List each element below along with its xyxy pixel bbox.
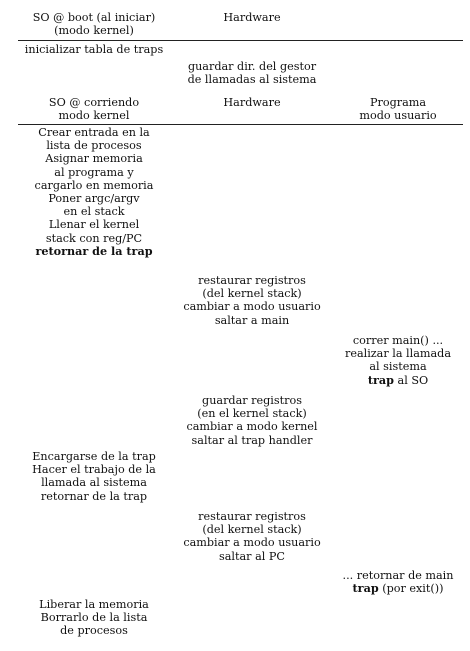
cell-line: Asignar memoria bbox=[45, 152, 143, 166]
cell-line: inicializar tabla de traps bbox=[24, 43, 164, 56]
cell-line: ... retornar de main bbox=[342, 569, 454, 582]
cell-line: Liberar la memoria bbox=[39, 598, 149, 611]
cell-line: retornar de la trap bbox=[40, 489, 148, 503]
cell-line: saltar al trap handler bbox=[191, 433, 313, 447]
cell-line: Llenar el kernel bbox=[48, 218, 140, 232]
cell-line: cambiar a modo usuario bbox=[183, 300, 321, 314]
cell-line: trap al SO bbox=[333, 372, 463, 387]
cell-line: llamada al sistema bbox=[41, 476, 147, 490]
header-line: Programa bbox=[369, 96, 427, 109]
cell-line: restaurar registros bbox=[198, 274, 306, 287]
inline-text: al SO bbox=[393, 373, 429, 387]
bold-text: trap bbox=[352, 581, 379, 596]
boot-hw-cell: guardar dir. del gestor de llamadas al s… bbox=[178, 60, 326, 86]
boot-os-header: SO @ boot (al iniciar) (modo kernel) bbox=[18, 11, 170, 37]
cell-line: guardar dir. del gestor bbox=[187, 60, 317, 73]
cell-line: Borrarlo de la lista bbox=[40, 611, 148, 625]
os-create-process-cell: Crear entrada en la lista de procesos As… bbox=[18, 126, 170, 258]
cell-line: (en el kernel stack) bbox=[197, 407, 307, 421]
cell-line: cargarlo en memoria bbox=[34, 178, 154, 192]
cell-line: de llamadas al sistema bbox=[187, 73, 317, 87]
cell-line: realizar la llamada bbox=[344, 347, 451, 361]
cell-line: Poner argc/argv bbox=[48, 192, 140, 206]
cell-line: en el stack bbox=[63, 205, 125, 219]
cell-line: al programa y bbox=[54, 165, 134, 179]
cell-line: cambiar a modo usuario bbox=[183, 536, 321, 550]
cell-line: saltar al PC bbox=[219, 549, 285, 563]
prog-return-main-cell: ... retornar de main trap (por exit()) bbox=[333, 569, 463, 595]
cell-line: (del kernel stack) bbox=[202, 287, 302, 301]
header-line: modo usuario bbox=[359, 109, 437, 123]
bold-text: trap bbox=[367, 372, 394, 387]
cell-line: cambiar a modo kernel bbox=[186, 420, 318, 434]
run-os-header: SO @ corriendo modo kernel bbox=[18, 96, 170, 122]
cell-line: (del kernel stack) bbox=[202, 523, 302, 537]
cell-line: retornar de la trap bbox=[18, 243, 170, 258]
hw-save-to-handler-cell: guardar registros (en el kernel stack) c… bbox=[178, 394, 326, 447]
os-free-memory-cell: Liberar la memoria Borrarlo de la lista … bbox=[18, 598, 170, 638]
cell-line: saltar a main bbox=[214, 313, 290, 327]
cell-line: correr main() ... bbox=[352, 334, 444, 347]
section-rule bbox=[18, 124, 463, 125]
cell-line: stack con reg/PC bbox=[45, 231, 143, 245]
cell-line: de procesos bbox=[60, 624, 128, 638]
boot-hardware-header: Hardware bbox=[178, 11, 326, 24]
header-rule bbox=[18, 40, 463, 41]
boot-os-cell: inicializar tabla de traps bbox=[18, 43, 170, 56]
run-program-header: Programa modo usuario bbox=[333, 96, 463, 122]
cell-line: guardar registros bbox=[202, 394, 302, 407]
hw-restore-to-pc-cell: restaurar registros (del kernel stack) c… bbox=[178, 510, 326, 563]
os-handle-trap-cell: Encargarse de la trap Hacer el trabajo d… bbox=[18, 450, 170, 503]
header-line: SO @ boot (al iniciar) bbox=[32, 11, 156, 24]
prog-run-main-cell: correr main() ... realizar la llamada al… bbox=[333, 334, 463, 387]
bold-text: retornar de la trap bbox=[35, 243, 153, 258]
inline-text: (por exit()) bbox=[378, 582, 444, 596]
cell-line: Hacer el trabajo de la bbox=[32, 463, 156, 477]
header-line: modo kernel bbox=[58, 109, 130, 123]
header-line: Hardware bbox=[223, 96, 281, 109]
run-hardware-header: Hardware bbox=[178, 96, 326, 109]
header-line: Hardware bbox=[223, 11, 281, 24]
header-line: SO @ corriendo bbox=[48, 96, 140, 109]
cell-line: Crear entrada en la bbox=[38, 126, 150, 139]
cell-line: lista de procesos bbox=[46, 139, 142, 153]
cell-line: al sistema bbox=[369, 360, 427, 374]
cell-line: trap (por exit()) bbox=[333, 581, 463, 596]
hw-restore-to-main-cell: restaurar registros (del kernel stack) c… bbox=[178, 274, 326, 327]
cell-line: Encargarse de la trap bbox=[32, 450, 156, 463]
header-line: (modo kernel) bbox=[54, 24, 134, 38]
cell-line: restaurar registros bbox=[198, 510, 306, 523]
